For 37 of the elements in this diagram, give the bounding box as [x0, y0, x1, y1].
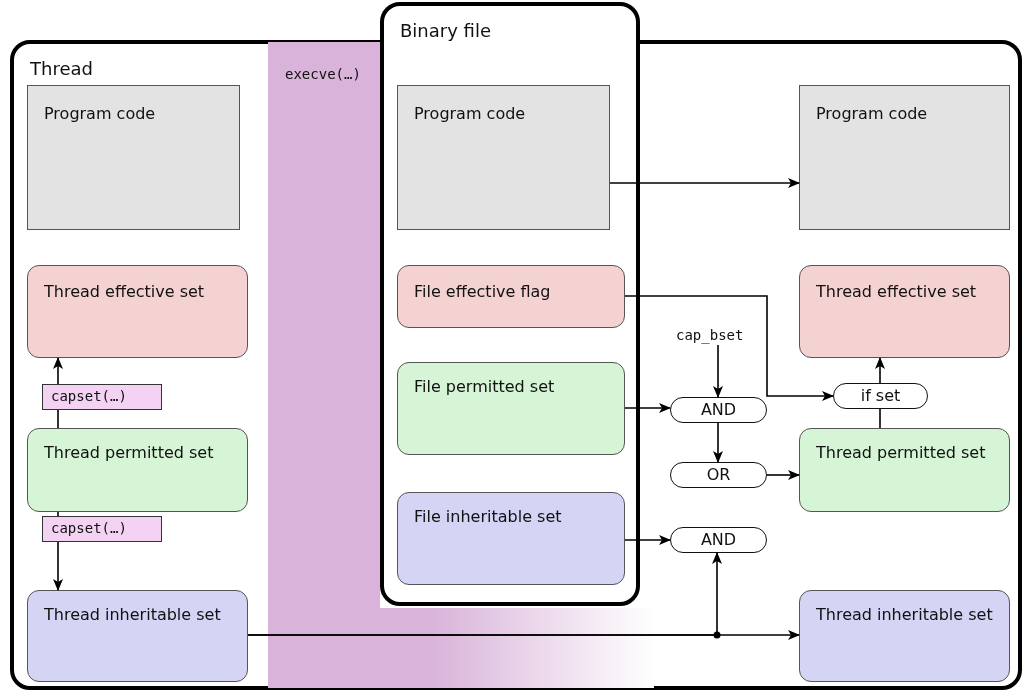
- set-box: Thread effective set: [799, 265, 1010, 358]
- connector-line: [879, 408, 881, 429]
- syscall-box: capset(…): [42, 516, 162, 542]
- arrow: [624, 295, 834, 401]
- set-box: Thread permitted set: [27, 428, 248, 512]
- arrow: [766, 470, 800, 480]
- syscall-box: capset(…): [42, 384, 162, 410]
- arrow: [875, 357, 885, 384]
- arrow: [247, 552, 722, 636]
- operator-pill: AND: [670, 527, 767, 553]
- set-box: Thread inheritable set: [27, 590, 248, 682]
- set-box: File inheritable set: [397, 492, 625, 585]
- arrow: [624, 403, 671, 413]
- arrow: [609, 178, 800, 188]
- operator-pill: if set: [833, 383, 928, 409]
- set-box: Thread inheritable set: [799, 590, 1010, 682]
- code-box: Program code: [27, 85, 240, 230]
- arrow: [713, 344, 723, 398]
- binary-file-frame: [380, 2, 640, 606]
- group-title: Thread: [30, 58, 93, 79]
- connector-line: [57, 409, 59, 429]
- connector-line: [57, 511, 59, 517]
- set-box: File permitted set: [397, 362, 625, 455]
- code-box: Program code: [799, 85, 1010, 230]
- operator-pill: OR: [670, 462, 767, 488]
- operator-pill: AND: [670, 397, 767, 423]
- set-box: Thread permitted set: [799, 428, 1010, 512]
- arrow: [624, 535, 671, 545]
- set-box: File effective flag: [397, 265, 625, 328]
- arrow: [713, 422, 723, 463]
- set-box: Thread effective set: [27, 265, 248, 358]
- bound-set-label: cap_bset: [676, 327, 760, 345]
- arrow: [53, 541, 63, 591]
- syscall-label: execve(…): [285, 66, 361, 82]
- code-box: Program code: [397, 85, 610, 230]
- arrow: [53, 357, 63, 385]
- group-title: Binary file: [400, 20, 491, 41]
